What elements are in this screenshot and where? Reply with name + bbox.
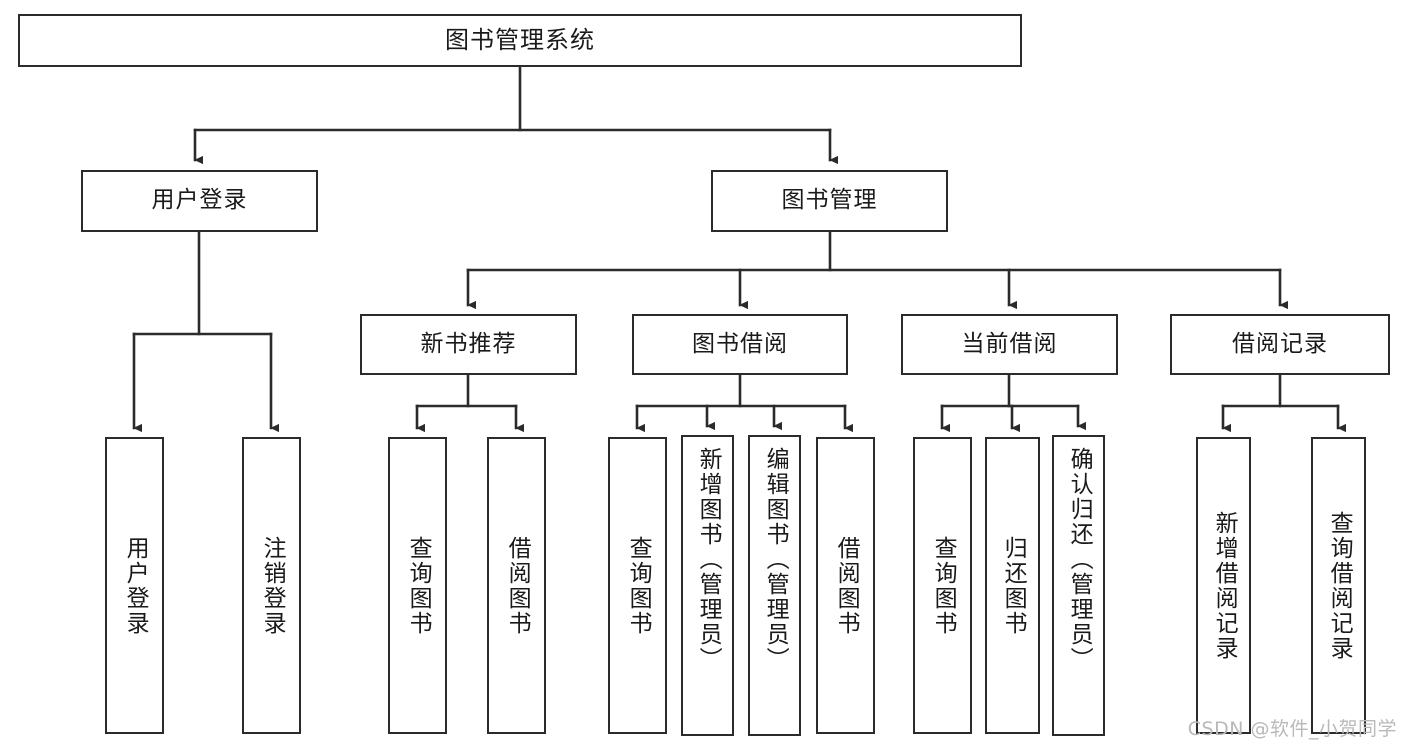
- node-book-manage-label: 图书管理: [781, 187, 878, 214]
- node-leaf-query-book-borrow[interactable]: 查询图书: [608, 437, 667, 734]
- node-leaf-borrow-book-label: 借阅图书: [833, 535, 860, 636]
- node-root[interactable]: 图书管理系统: [18, 14, 1022, 67]
- node-leaf-confirm-return[interactable]: 确认归还（管理员）: [1052, 435, 1105, 736]
- node-user-login-label: 用户登录: [151, 187, 248, 214]
- node-leaf-user-logout-label: 注销登录: [259, 535, 286, 636]
- node-leaf-edit-book-label: 编辑图书（管理员）: [762, 447, 789, 672]
- node-leaf-add-borrow-record-label: 新增借阅记录: [1211, 510, 1238, 661]
- node-current-borrow[interactable]: 当前借阅: [901, 314, 1118, 375]
- node-leaf-return-book-label: 归还图书: [1000, 535, 1027, 636]
- node-leaf-user-logout[interactable]: 注销登录: [242, 437, 301, 734]
- node-leaf-query-borrow-record-label: 查询借阅记录: [1326, 510, 1353, 661]
- node-borrow-record-label: 借阅记录: [1232, 330, 1328, 357]
- node-leaf-add-borrow-record[interactable]: 新增借阅记录: [1196, 437, 1251, 734]
- node-current-borrow-label: 当前借阅: [961, 330, 1058, 357]
- node-leaf-query-book-rec[interactable]: 查询图书: [388, 437, 447, 734]
- node-leaf-user-login-label: 用户登录: [122, 535, 149, 636]
- node-leaf-edit-book[interactable]: 编辑图书（管理员）: [748, 435, 801, 736]
- node-user-login[interactable]: 用户登录: [81, 170, 318, 232]
- node-leaf-query-book-rec-label: 查询图书: [405, 535, 432, 636]
- node-leaf-return-book[interactable]: 归还图书: [985, 437, 1040, 734]
- node-leaf-add-book[interactable]: 新增图书（管理员）: [681, 435, 734, 736]
- node-leaf-add-book-label: 新增图书（管理员）: [695, 447, 722, 672]
- node-book-manage[interactable]: 图书管理: [711, 170, 948, 232]
- node-book-borrow-label: 图书借阅: [692, 330, 788, 357]
- csdn-watermark: CSDN @软件_小贺同学: [1187, 718, 1397, 740]
- node-new-book-recommend[interactable]: 新书推荐: [360, 314, 577, 375]
- node-leaf-borrow-book-rec-label: 借阅图书: [504, 535, 531, 636]
- node-leaf-borrow-book[interactable]: 借阅图书: [816, 437, 875, 734]
- node-leaf-query-book-cur-label: 查询图书: [930, 535, 957, 636]
- node-new-book-recommend-label: 新书推荐: [420, 330, 517, 357]
- node-leaf-query-book-cur[interactable]: 查询图书: [913, 437, 972, 734]
- node-leaf-borrow-book-rec[interactable]: 借阅图书: [487, 437, 546, 734]
- node-leaf-query-borrow-record[interactable]: 查询借阅记录: [1311, 437, 1366, 734]
- node-leaf-user-login[interactable]: 用户登录: [105, 437, 164, 734]
- node-borrow-record[interactable]: 借阅记录: [1170, 314, 1390, 375]
- node-root-label: 图书管理系统: [445, 26, 595, 55]
- node-book-borrow[interactable]: 图书借阅: [632, 314, 848, 375]
- node-leaf-query-book-borrow-label: 查询图书: [625, 535, 652, 636]
- node-leaf-confirm-return-label: 确认归还（管理员）: [1066, 447, 1093, 672]
